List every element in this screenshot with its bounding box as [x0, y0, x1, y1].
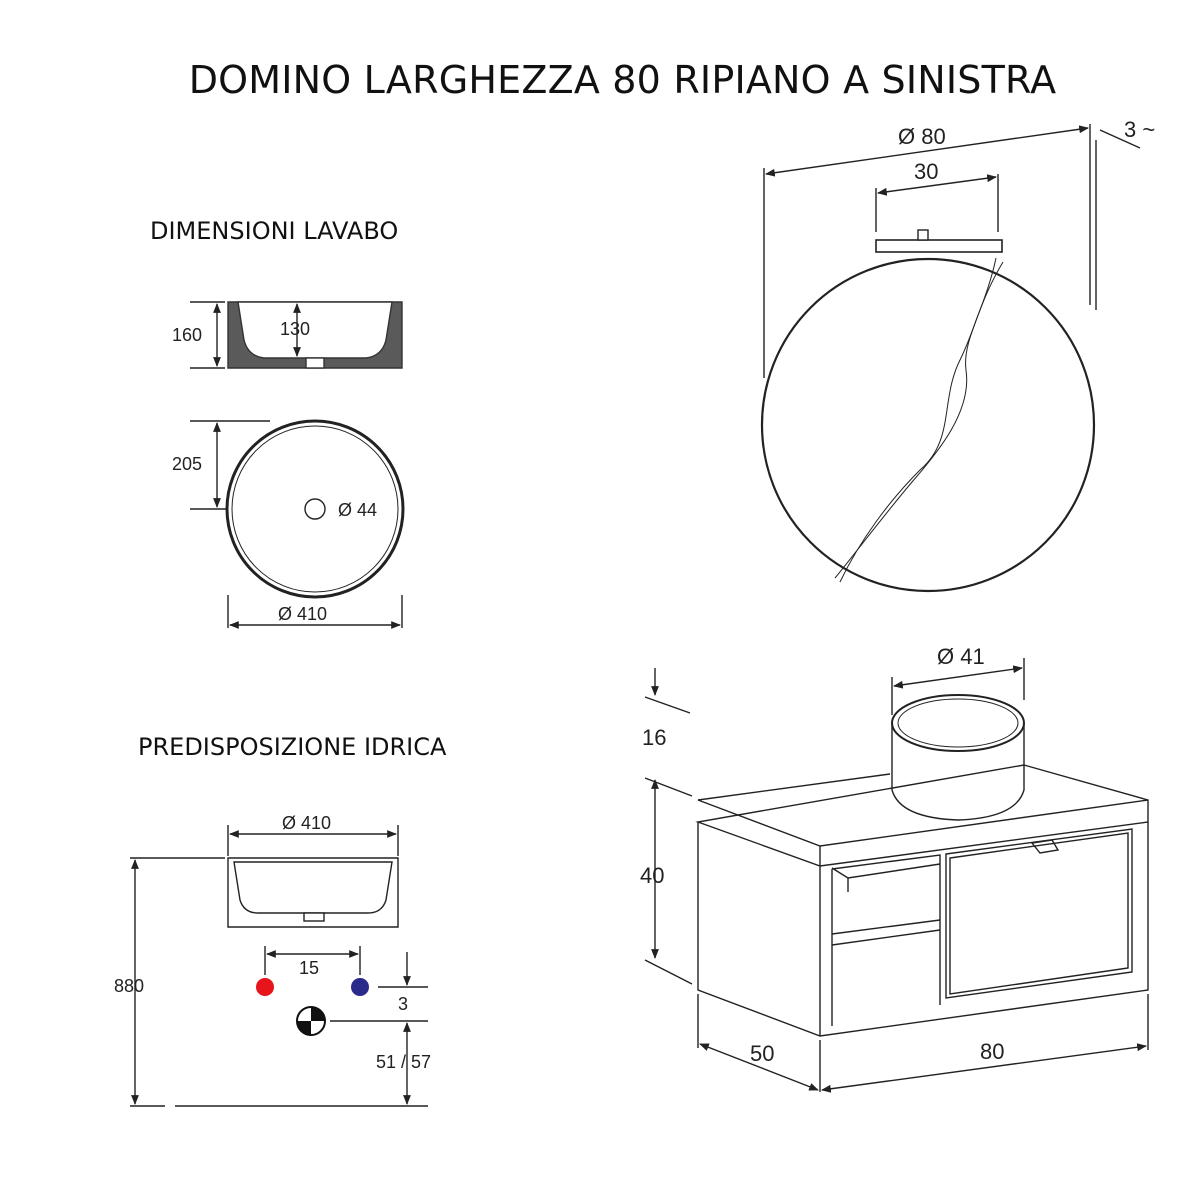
cabinet-basin-diameter-label: Ø 41 — [937, 644, 985, 669]
mirror-diameter-label: Ø 80 — [898, 124, 946, 149]
basin-side-view — [190, 301, 403, 369]
page-title: DOMINO LARGHEZZA 80 RIPIANO A SINISTRA — [188, 58, 1057, 102]
cabinet-width-label: 80 — [980, 1039, 1005, 1064]
basin-top-view — [190, 419, 405, 629]
drain-height-label: 51 / 57 — [376, 1052, 432, 1072]
drain-diameter-label: Ø 44 — [338, 500, 378, 520]
basin-diameter-label: Ø 410 — [278, 604, 328, 624]
basin-offset-label: 205 — [172, 454, 203, 474]
cabinet-view — [644, 658, 1149, 1093]
plumbing-view — [130, 825, 428, 1107]
plumbing-height-label: 880 — [114, 976, 145, 996]
cabinet-depth-label: 50 — [750, 1041, 775, 1066]
cold-water-icon — [351, 978, 369, 996]
plumbing-basin-diameter-label: Ø 410 — [282, 813, 332, 833]
hot-water-icon — [256, 978, 274, 996]
basin-dimensions-heading: DIMENSIONI LAVABO — [150, 217, 399, 245]
tap-spacing-label: 15 — [299, 958, 320, 978]
basin-inner-depth-label: 130 — [280, 319, 311, 339]
drain-symbol-icon — [296, 1006, 326, 1036]
plumbing-heading: PREDISPOSIZIONE IDRICA — [138, 733, 447, 761]
cabinet-height-label: 40 — [640, 863, 665, 888]
cabinet-basin-height-label: 16 — [642, 725, 667, 750]
mirror-depth-label: 3 ~ — [1124, 117, 1156, 142]
mirror-view — [760, 124, 1141, 593]
tap-vertical-label: 3 — [398, 994, 409, 1014]
basin-height-label: 160 — [172, 325, 203, 345]
lamp-width-label: 30 — [914, 159, 939, 184]
